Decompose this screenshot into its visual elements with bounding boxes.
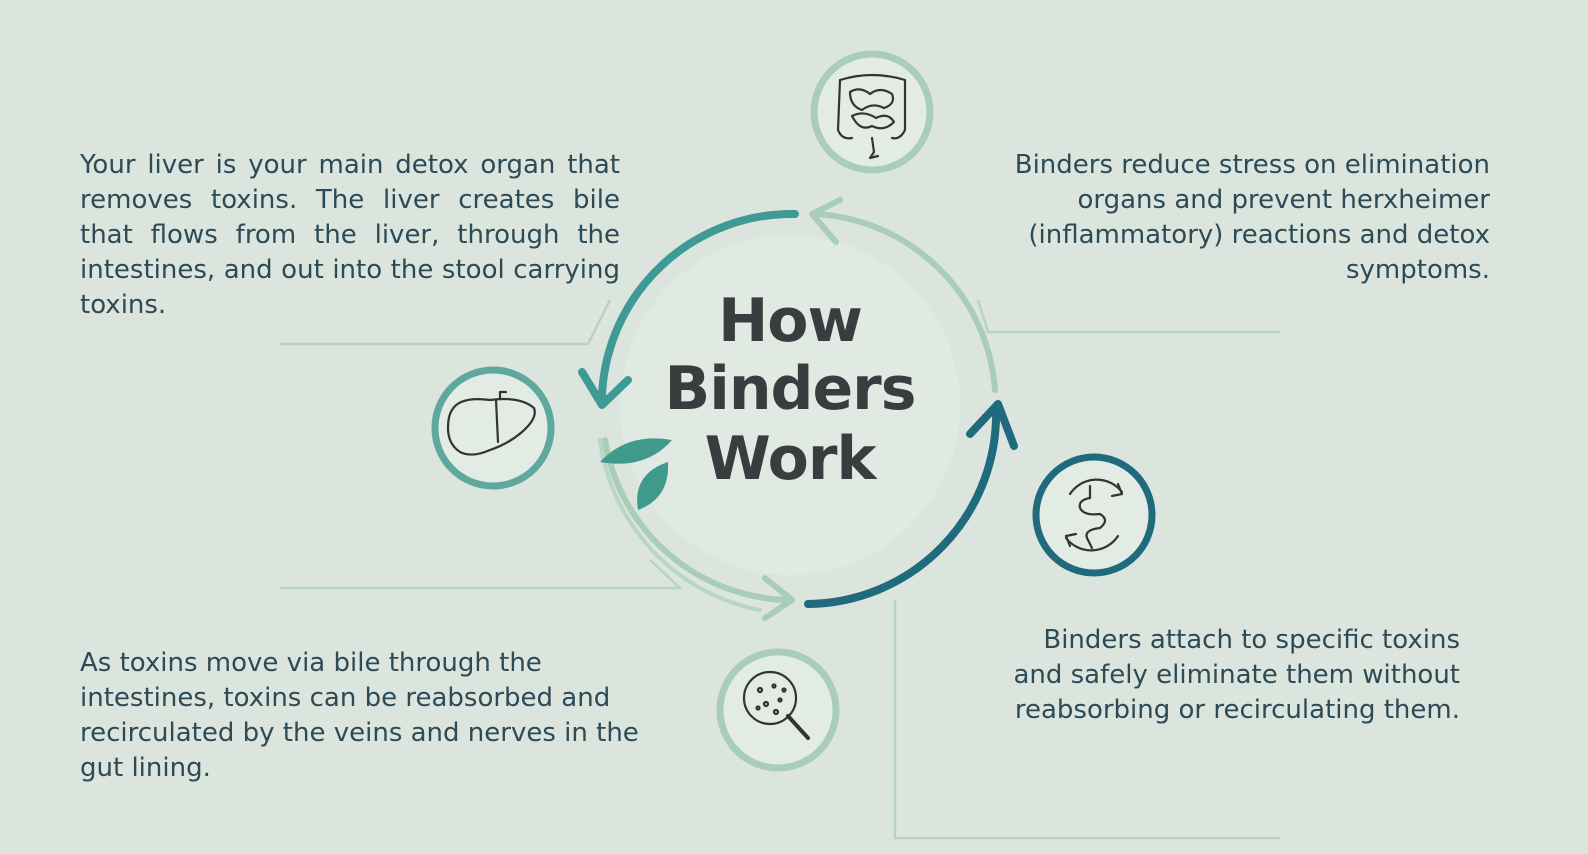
reabsorb-paragraph: As toxins move via bile through the inte… [80,648,639,783]
intestines-icon [810,50,934,174]
title-line-1: How [718,286,863,356]
magnifier-microbes-icon [716,648,840,772]
connector-top-left [280,299,612,346]
connector-bottom-right [893,600,1280,840]
arrowhead-right [966,400,1018,450]
reduce-stress-paragraph: Binders reduce stress on elimination org… [1014,150,1490,285]
leaf-upper [600,438,672,464]
attach-paragraph: Binders attach to specific toxins and sa… [1013,625,1460,725]
arrowhead-bottom [762,575,795,621]
liver-paragraph: Your liver is your main detox organ that… [80,150,620,320]
arc-top-left [598,209,799,399]
arc-top-right [812,211,998,393]
center-glow [620,235,960,575]
connector-bottom-left [280,559,684,590]
arrowhead-top [809,197,843,245]
arc-bottom-right [804,404,1001,608]
connector-lines [280,299,1280,840]
leaf-lower [637,462,669,510]
title-line-3: Work [704,424,877,494]
connector-top-right [976,299,1280,334]
title-line-2: Binders [664,354,917,424]
cycle-arrows [578,197,1018,621]
leaf-decoration [600,438,672,510]
liver-icon [431,366,555,490]
arc-bottom-left [602,437,793,603]
arrowhead-left [578,368,632,409]
arc-left-faded [598,438,762,612]
gut-cycle-icon [1032,453,1156,577]
